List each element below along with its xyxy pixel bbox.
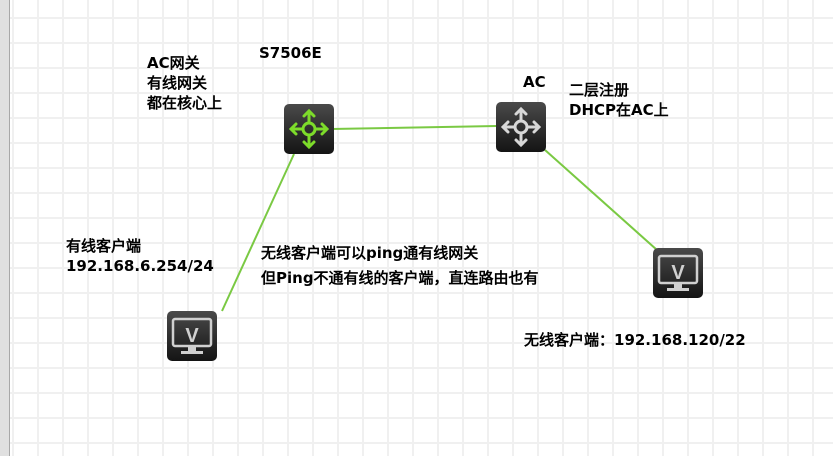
topology-canvas[interactable] (10, 0, 833, 456)
note-line: 二层注册 (569, 81, 630, 99)
router-switch-icon (500, 106, 542, 148)
left-panel-edge (0, 0, 10, 456)
wired-client-device[interactable]: V (167, 311, 217, 361)
annotation-line: 但Ping不通有线的客户端，直连路由也有 (261, 269, 539, 287)
ac-name: AC (523, 73, 546, 91)
note-line: DHCP在AC上 (569, 101, 669, 119)
link-ac-wireless-client[interactable] (544, 149, 658, 251)
client-name: 有线客户端 (66, 237, 142, 255)
svg-text:V: V (671, 262, 685, 284)
pc-monitor-icon: V (657, 254, 699, 291)
core-switch-device[interactable] (284, 104, 334, 154)
core-switch-note: AC网关 有线网关 都在核心上 (147, 53, 222, 113)
ac-device[interactable] (496, 102, 546, 152)
wireless-client-label: 无线客户端：192.168.120/22 (524, 331, 746, 349)
annotation-text: 无线客户端可以ping通有线网关 但Ping不通有线的客户端，直连路由也有 (261, 241, 539, 291)
note-line: 都在核心上 (147, 94, 223, 112)
pc-monitor-icon: V (171, 317, 213, 354)
note-line: 有线网关 (147, 74, 208, 92)
link-switch-wired-client[interactable] (221, 153, 295, 312)
wired-client-label: 有线客户端 192.168.6.254/24 (66, 236, 214, 276)
note-line: AC网关 (147, 54, 200, 72)
router-switch-icon (288, 108, 330, 150)
wireless-client-device[interactable]: V (653, 248, 703, 298)
link-switch-ac[interactable] (330, 125, 498, 130)
core-switch-name: S7506E (259, 44, 322, 62)
ac-note: 二层注册 DHCP在AC上 (569, 80, 669, 120)
svg-text:V: V (185, 325, 199, 347)
annotation-line: 无线客户端可以ping通有线网关 (261, 244, 479, 262)
client-ip: 192.168.6.254/24 (66, 257, 214, 275)
